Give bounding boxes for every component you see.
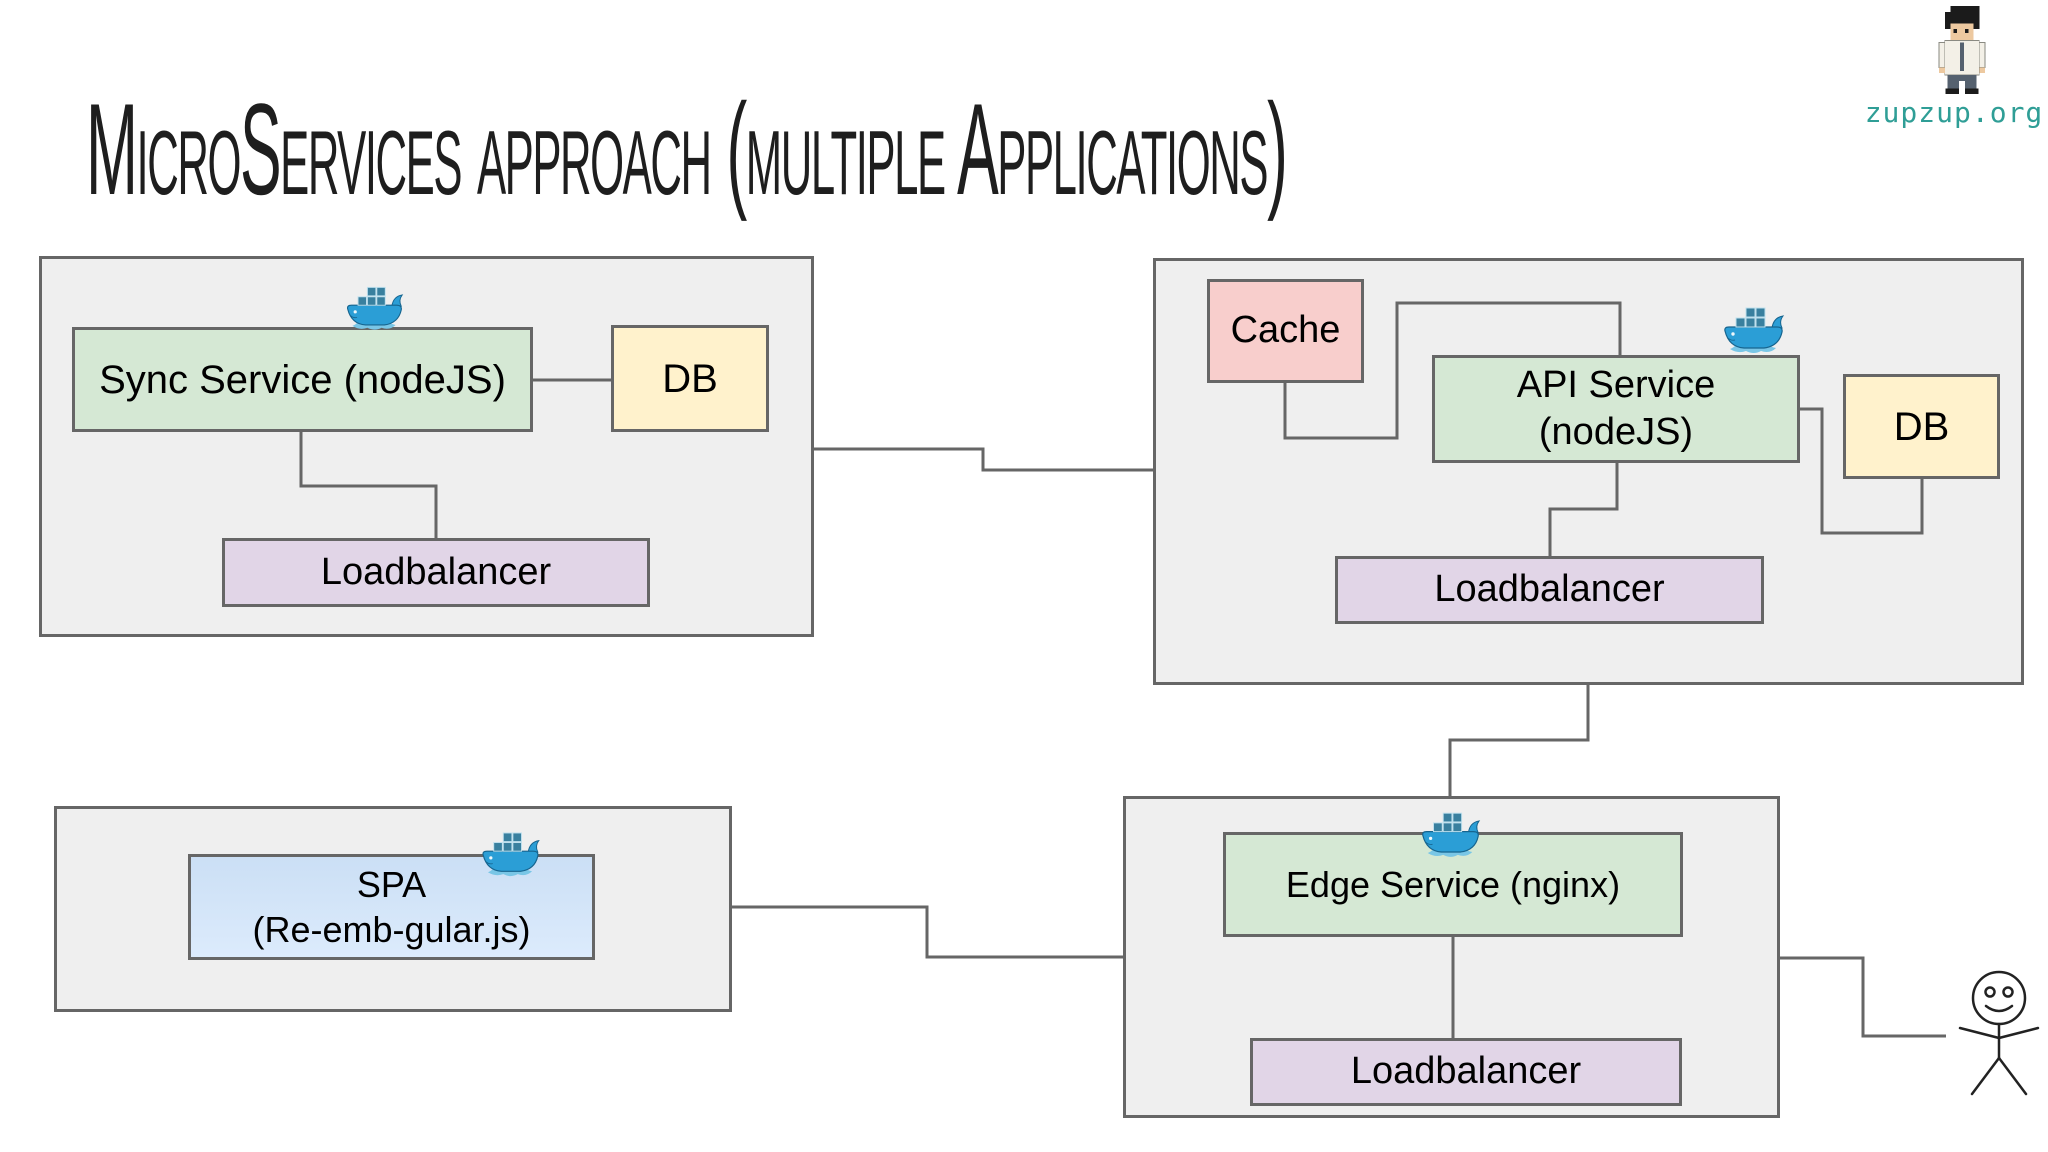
node-api-service-label-line2: (nodeJS) [1538, 411, 1694, 453]
node-cache: Cache [1207, 279, 1364, 383]
connector-spaapp-to-edgeapp [732, 905, 1123, 959]
node-spa-label-line1: SPA [356, 864, 427, 905]
connector-apiapp-to-edgeapp [1448, 685, 1590, 796]
node-edge-service-label: Edge Service (nginx) [1285, 864, 1621, 905]
node-api-service-label-line1: API Service [1516, 363, 1716, 406]
node-loadbalancer-sync-label: Loadbalancer [320, 550, 552, 593]
node-loadbalancer-sync: Loadbalancer [222, 538, 650, 607]
node-db-sync: DB [611, 325, 769, 432]
pixel-avatar-icon [1938, 6, 1986, 95]
brand-link[interactable]: zupzup.org [1864, 96, 2044, 129]
connector-edgeapp-to-user [1780, 956, 1946, 1038]
connector-syncapp-to-apiapp [814, 447, 1153, 472]
node-db-api: DB [1843, 374, 2000, 479]
node-loadbalancer-api-label: Loadbalancer [1434, 568, 1665, 611]
node-sync-service: Sync Service (nodeJS) [72, 327, 533, 432]
docker-whale-icon [1418, 812, 1482, 859]
docker-whale-icon [1720, 306, 1786, 356]
node-loadbalancer-api: Loadbalancer [1335, 556, 1764, 624]
node-api-service: API Service (nodeJS) [1432, 355, 1800, 463]
node-loadbalancer-edge: Loadbalancer [1250, 1038, 1682, 1106]
page-title: MicroServices approach (multiple Applica… [86, 76, 1288, 222]
docker-whale-icon [477, 832, 543, 878]
docker-whale-icon [343, 286, 405, 332]
node-cache-label: Cache [1230, 309, 1341, 352]
node-spa-label-line2: (Re-emb-gular.js) [252, 909, 531, 950]
node-db-sync-label: DB [662, 356, 718, 401]
node-sync-service-label: Sync Service (nodeJS) [99, 357, 506, 402]
stick-figure-user-icon [1958, 970, 2040, 1096]
node-loadbalancer-edge-label: Loadbalancer [1350, 1050, 1582, 1093]
node-db-api-label: DB [1893, 404, 1950, 449]
